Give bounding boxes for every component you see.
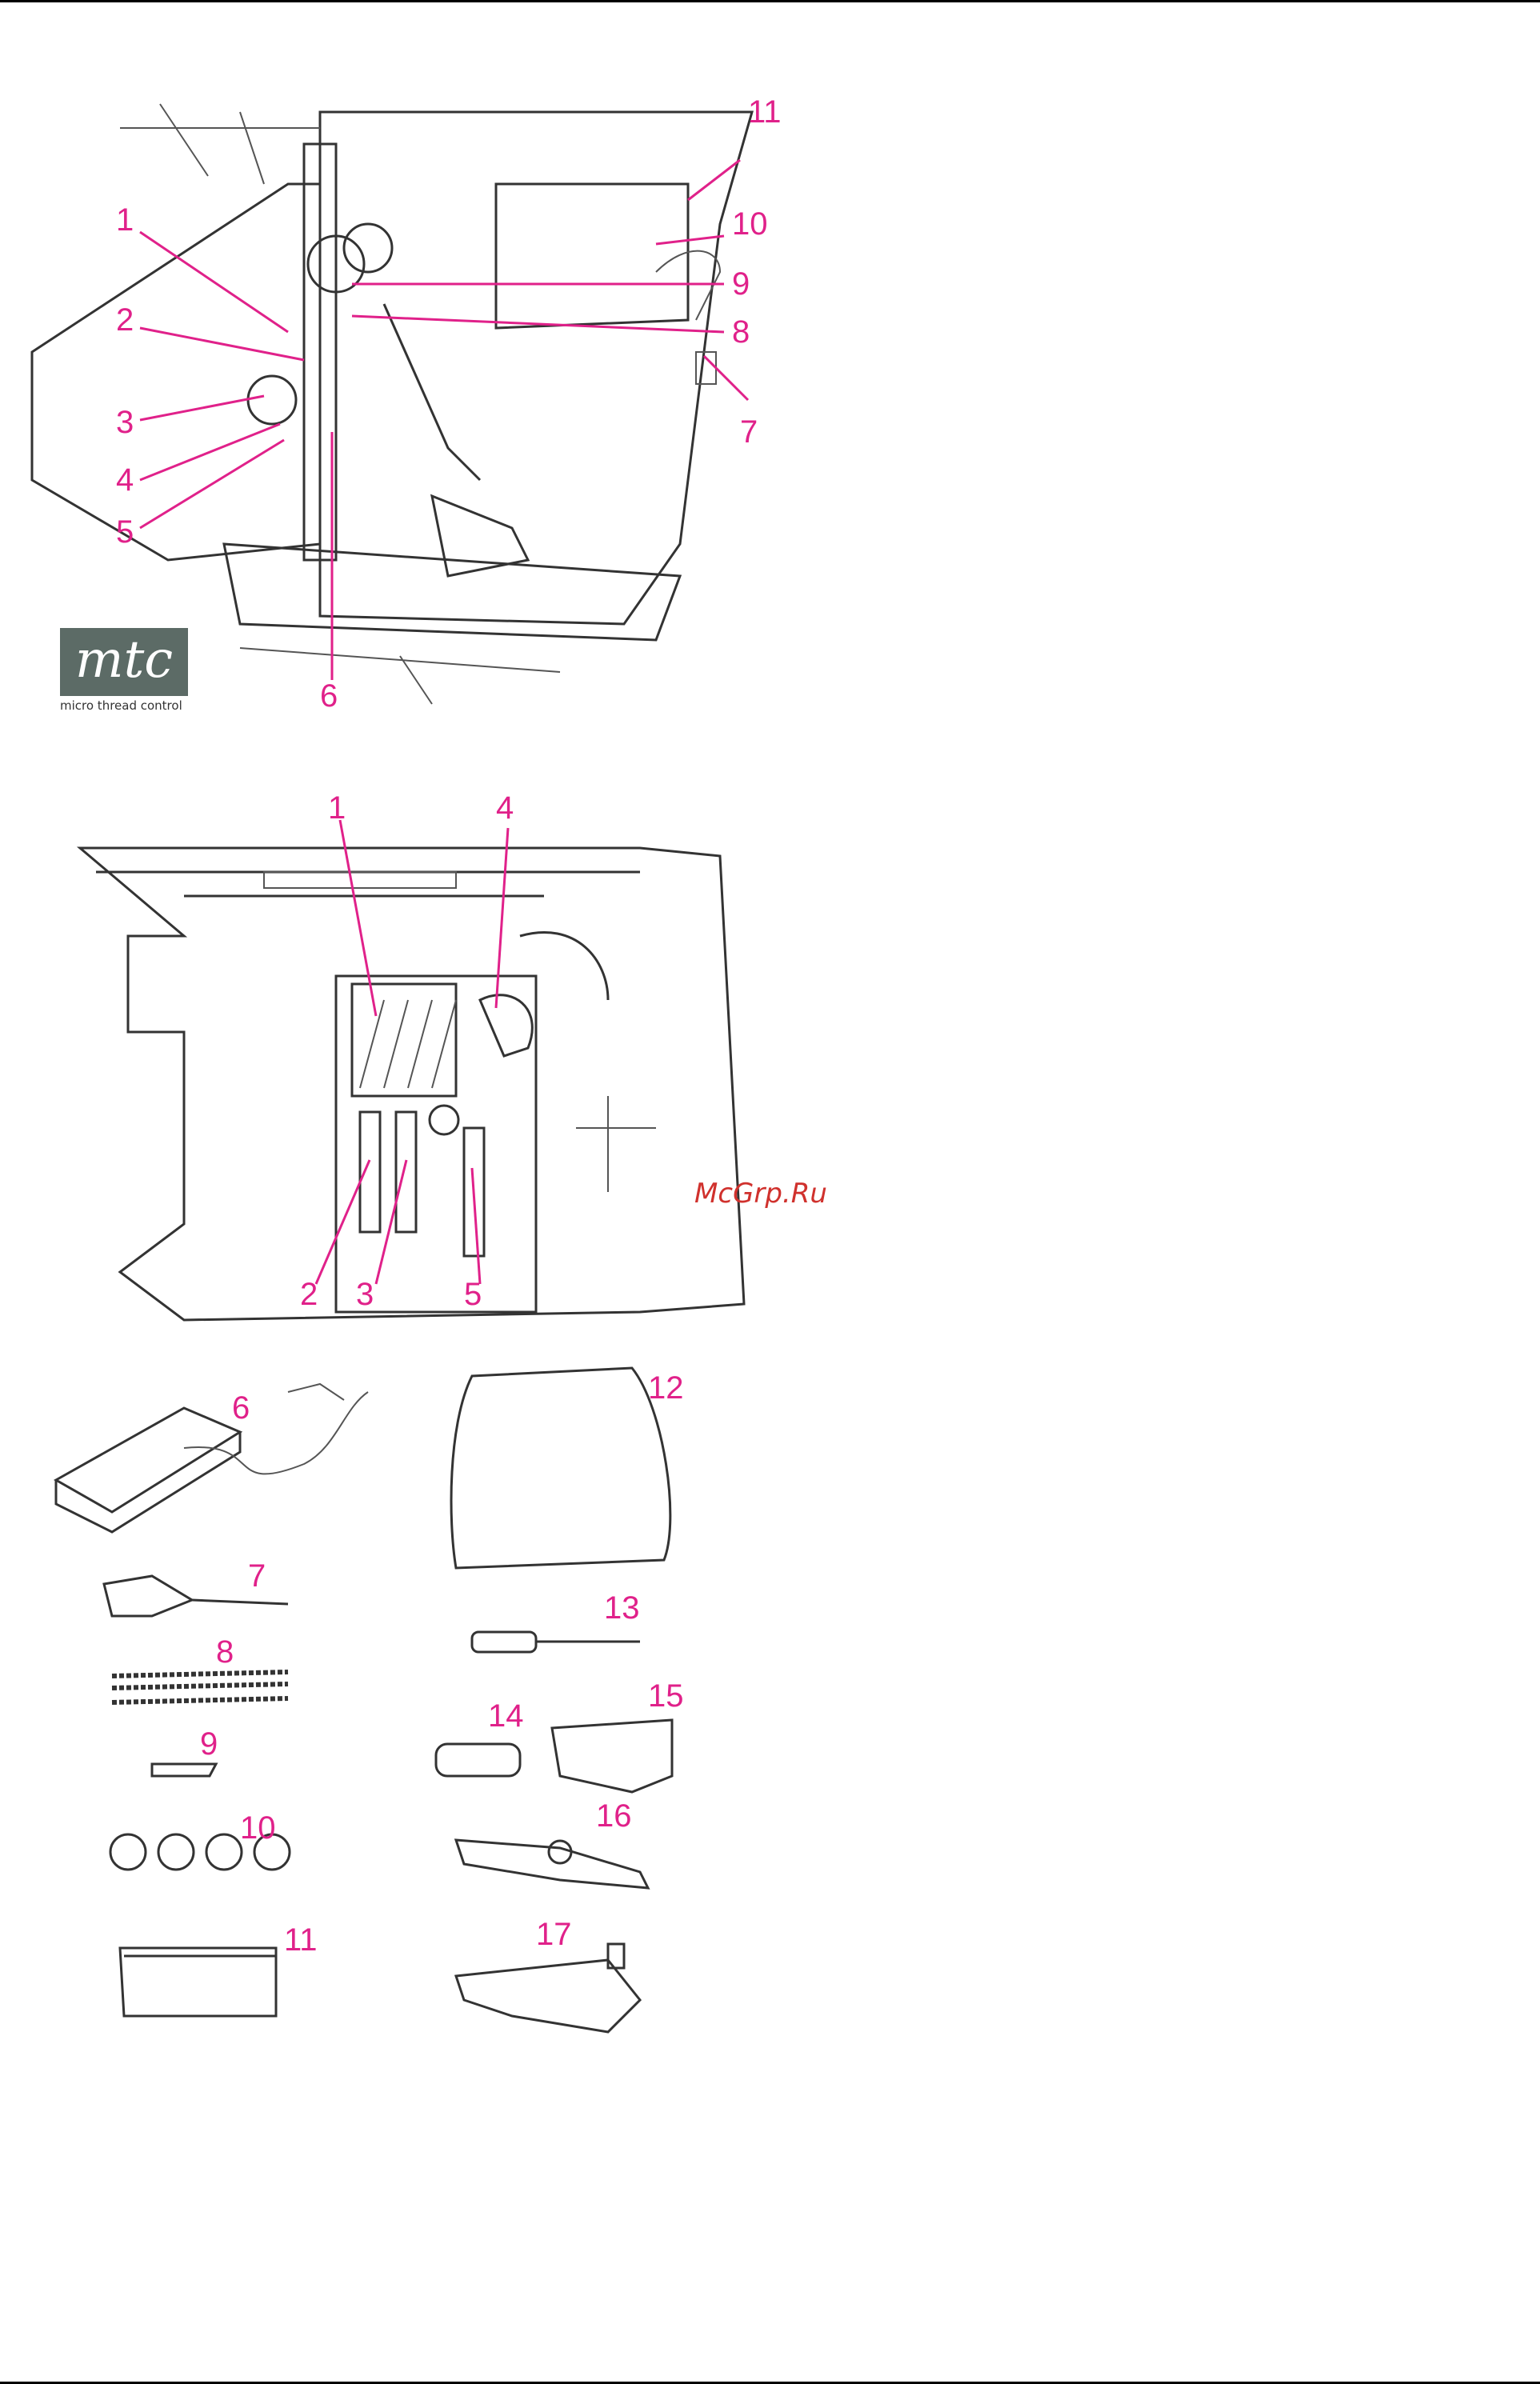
thread-nets-icon: [112, 1672, 288, 1702]
callout-label: 3: [116, 406, 134, 438]
tweezer-icon: [152, 1764, 216, 1776]
callout-label: 9: [732, 268, 750, 300]
callout-label: 15: [648, 1680, 684, 1712]
callout-label: 11: [748, 96, 782, 128]
light-bulb-icon: [436, 1744, 520, 1776]
callout-label: 10: [732, 208, 768, 240]
callout-label: 9: [200, 1728, 218, 1760]
callout-label: 2: [300, 1278, 318, 1310]
accessories-illustration: [0, 1360, 808, 2120]
foot-control-icon: [56, 1384, 368, 1532]
callout-label: 5: [116, 516, 134, 548]
trim-trap-icon: [552, 1720, 672, 1792]
callout-label: 5: [464, 1278, 482, 1310]
mtc-logo: mtc micro thread control: [36, 628, 212, 712]
presser-foot-icon: [456, 1840, 648, 1888]
callout-label: 4: [116, 464, 134, 496]
callout-label: 14: [488, 1700, 524, 1732]
figure-looper-area: 1 4 2 3 5: [0, 792, 808, 1336]
callout-label: 3: [356, 1278, 374, 1310]
callout-label: 7: [248, 1560, 266, 1592]
callout-label: 6: [320, 680, 338, 712]
callout-label: 2: [116, 304, 134, 336]
callout-label: 11: [284, 1924, 318, 1956]
watermark: McGrp.Ru: [694, 1178, 827, 1210]
callout-label: 7: [740, 416, 758, 448]
special-foot-icon: [456, 1960, 640, 2032]
figure-accessories: 6 7 8 9 10 11 12 13 14 15 16 17: [0, 1360, 808, 2120]
callout-label: 12: [648, 1372, 684, 1404]
dust-cover-icon: [451, 1368, 670, 1568]
callout-label: 8: [216, 1636, 234, 1668]
callout-label: 4: [496, 792, 514, 824]
callout-label: 8: [732, 316, 750, 348]
callout-label: 1: [328, 792, 346, 824]
callout-label: 10: [240, 1812, 276, 1844]
logo-caption: micro thread control: [60, 698, 220, 713]
accessory-bag-icon: [120, 1948, 276, 2016]
screwdriver-icon: [472, 1632, 640, 1652]
callout-label: 1: [116, 204, 134, 236]
logo-mark: mtc: [60, 628, 188, 696]
looper-area-illustration: [0, 792, 808, 1336]
top-rule: [0, 0, 1540, 2]
callout-label: 17: [536, 1918, 572, 1950]
callout-label: 16: [596, 1800, 632, 1832]
callout-label: 13: [604, 1592, 640, 1624]
callout-label: 6: [232, 1392, 250, 1424]
